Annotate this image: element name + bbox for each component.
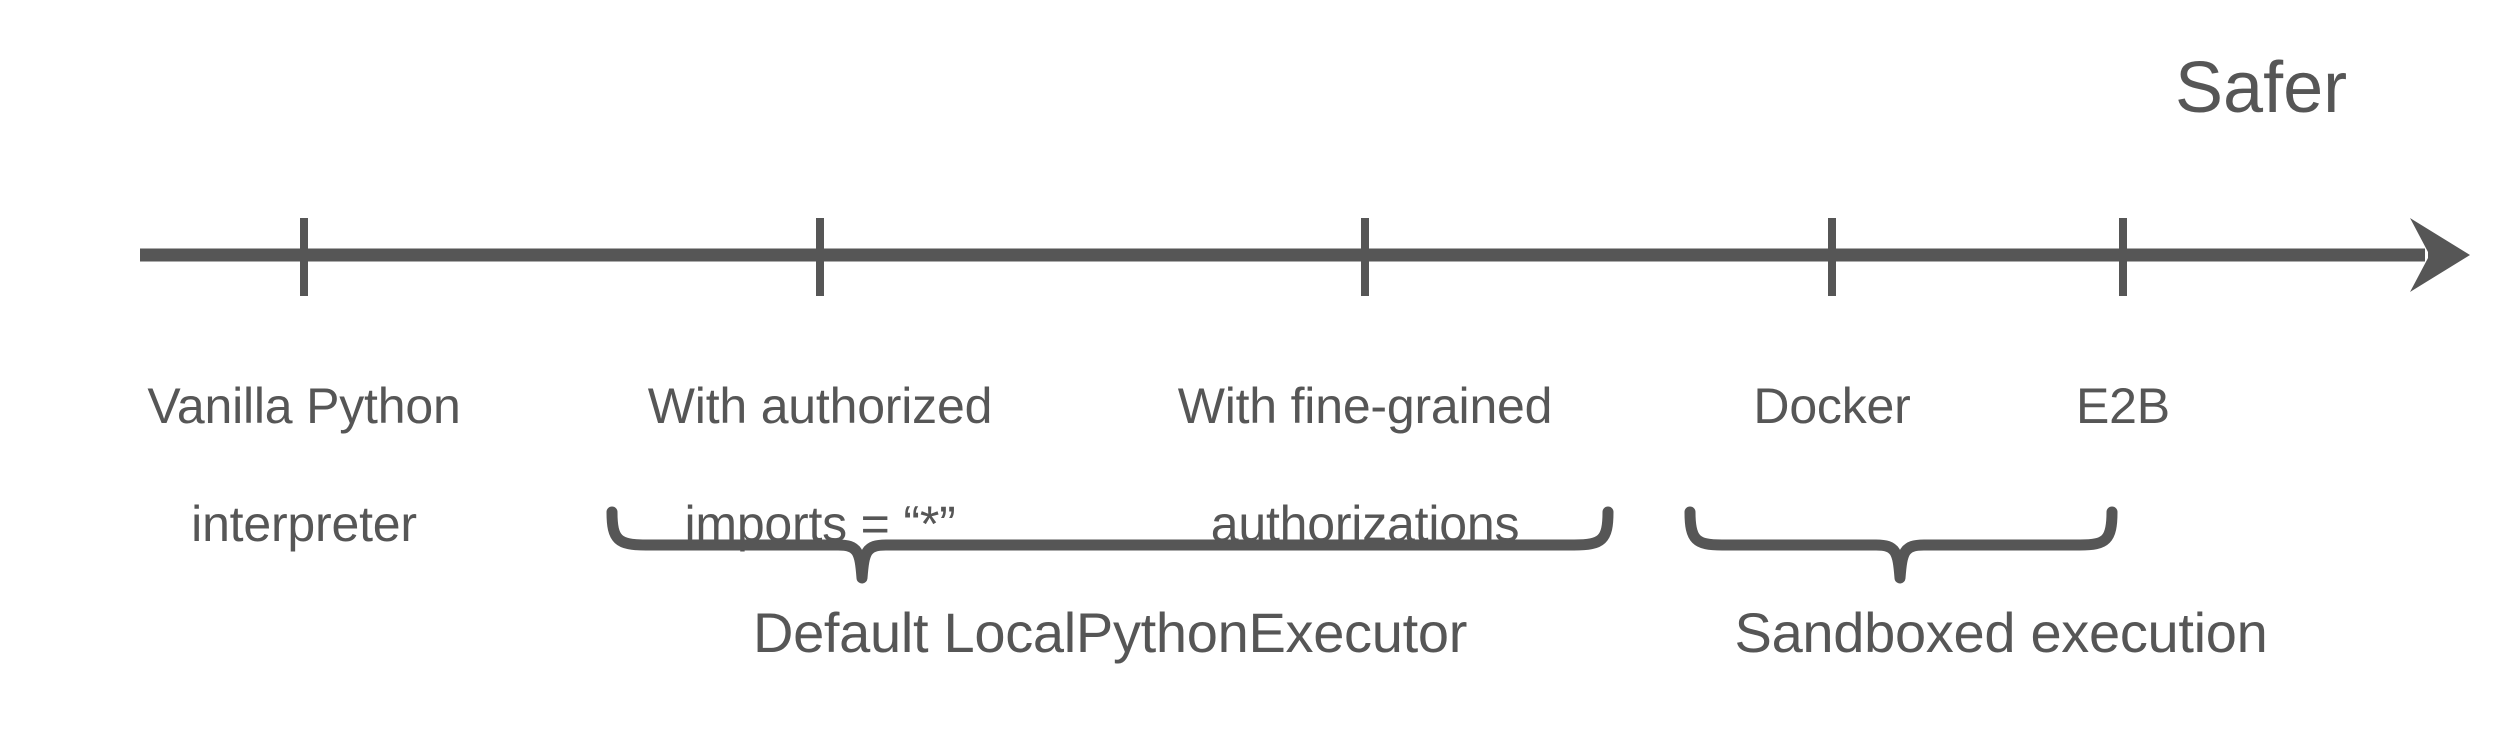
arrow-right-icon <box>2410 218 2470 292</box>
tick-label-line1: With fine-grained <box>1177 378 1553 434</box>
tick-label-line2: imports = “*” <box>684 496 956 552</box>
group-label-sandboxed-execution: Sandboxed execution <box>1734 601 2268 664</box>
tick-label-fine-grained: With fine-grained authorizations <box>1115 318 1615 613</box>
group-label-default-local-python-executor: Default LocalPythonExecutor <box>752 601 1468 664</box>
brace-sandboxed-execution <box>1684 506 2118 584</box>
safer-axis-annotation: Safer <box>2175 48 2348 128</box>
tick-label-docker: Docker <box>1632 318 2032 495</box>
tick-label-line1: Docker <box>1753 378 1911 434</box>
tick-label-line2: authorizations <box>1210 496 1520 552</box>
tick-label-line2: interpreter <box>191 496 417 552</box>
tick-label-line1: With authorized <box>647 378 993 434</box>
tick-label-vanilla-python: Vanilla Python interpreter <box>54 318 554 613</box>
tick-label-e2b: E2B <box>1923 318 2323 495</box>
tick-label-line1: E2B <box>2076 378 2170 434</box>
tick-label-authorized-imports: With authorized imports = “*” <box>570 318 1070 613</box>
tick-label-line1: Vanilla Python <box>147 378 461 434</box>
